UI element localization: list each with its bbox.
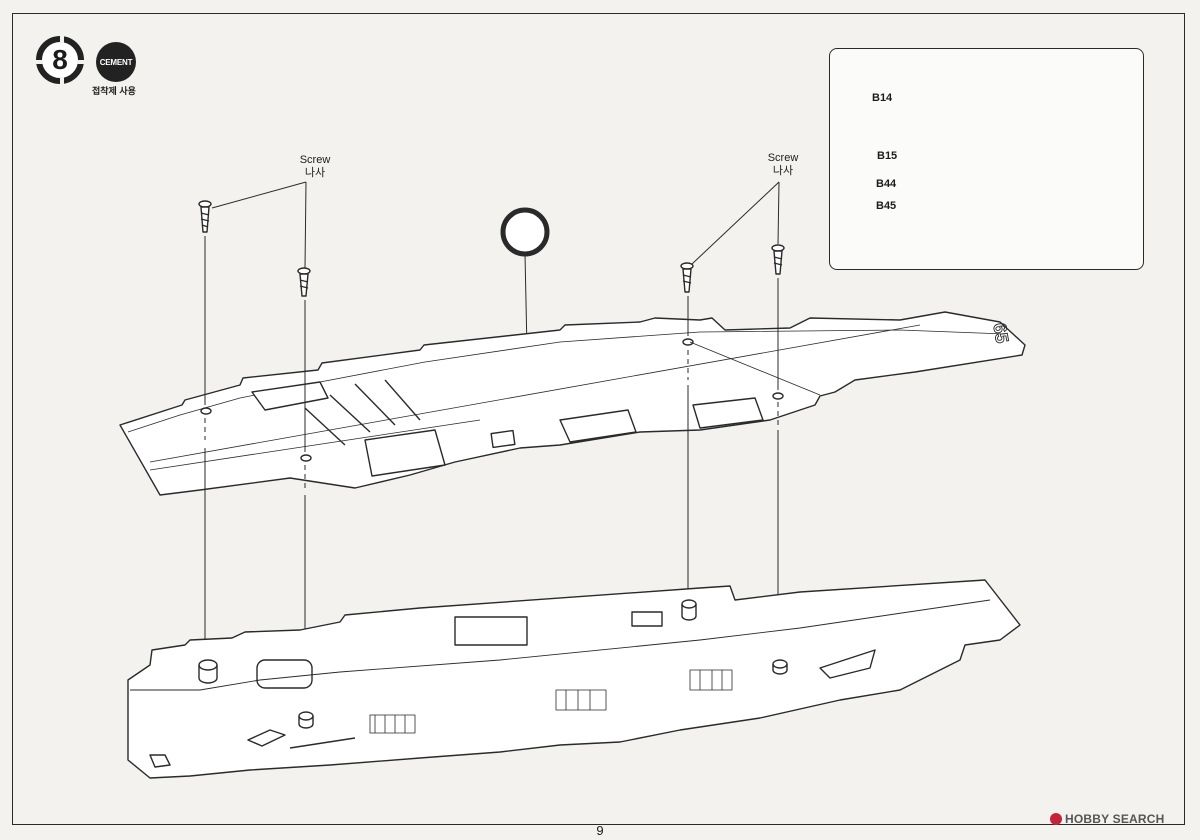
part-label-b14: B14 — [872, 92, 893, 104]
screw-label-left: Screw 나사 — [285, 154, 345, 180]
part-label-b44: B44 — [876, 178, 897, 190]
screw-label-ko: 나사 — [304, 167, 326, 179]
watermark-text: HOBBY SEARCH — [1065, 812, 1165, 826]
part-label-b15: B15 — [877, 150, 898, 162]
step-number-badge: 8 — [35, 35, 85, 85]
flight-deck — [119, 311, 1026, 496]
cement-note: 접착제 사용 — [92, 86, 136, 96]
watermark-logo-icon — [1050, 813, 1062, 825]
part-label-b45: B45 — [876, 200, 897, 212]
hull-marking: 65 — [989, 322, 1012, 345]
screw-left-1 — [198, 200, 212, 233]
screw-right-2 — [771, 244, 785, 275]
screw-left-2 — [297, 267, 311, 297]
detail-inset — [829, 48, 1144, 270]
page-frame — [12, 13, 1185, 825]
cement-icon: CEMENT — [96, 42, 136, 82]
step-number: 8 — [52, 44, 68, 75]
screw-label-ko: 나사 — [772, 165, 794, 177]
screw-right-1 — [680, 262, 694, 293]
watermark: HOBBY SEARCH — [1050, 812, 1165, 826]
cement-label: CEMENT — [99, 57, 133, 67]
screw-label-en: Screw — [299, 154, 331, 166]
hull — [127, 579, 1021, 779]
screw-label-right: Screw 나사 — [753, 152, 813, 178]
page-number: 9 — [596, 823, 604, 838]
sub-step-badge — [500, 207, 550, 351]
screw-label-en: Screw — [767, 152, 799, 164]
